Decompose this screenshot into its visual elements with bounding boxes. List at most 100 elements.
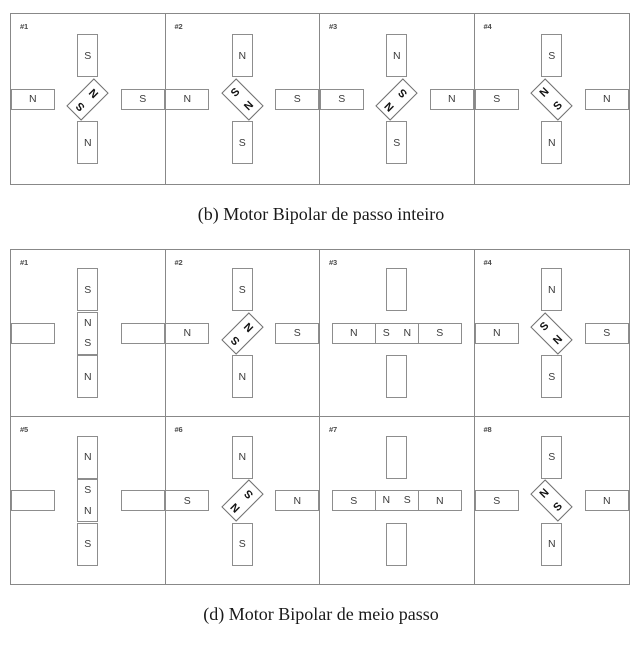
rotor-pole: S xyxy=(84,337,92,349)
stator-coil-bottom xyxy=(386,522,408,566)
rotor-pole: S xyxy=(551,98,565,113)
stator-coil-bottom-label: N xyxy=(547,538,556,550)
stator-coil-right: S xyxy=(120,88,165,110)
stator-coil-right: N xyxy=(275,490,320,511)
stator-coil-right-label: S xyxy=(293,93,301,105)
rotor-pole: N xyxy=(228,500,243,515)
rotor-pole: S xyxy=(396,85,410,100)
stator-coil-right-label: N xyxy=(602,93,611,105)
stator-coil-right-label: N xyxy=(602,494,611,507)
stator-coil-left: S xyxy=(165,490,210,511)
panel-step-number: #3 xyxy=(329,22,337,31)
stator-coil-bottom-label: N xyxy=(238,370,247,383)
stator-coil-top-label: N xyxy=(238,49,247,62)
rotor-pole: S xyxy=(228,85,243,99)
stator-coil-right-label: S xyxy=(603,327,611,339)
caption-figure-b: (b) Motor Bipolar de passo inteiro xyxy=(197,204,445,224)
stator-coil-left-label: N xyxy=(492,327,501,339)
rotor-pole: N xyxy=(537,486,552,501)
stator-coil-top: N xyxy=(386,34,408,77)
stator-coil-bottom: S xyxy=(231,522,253,566)
rotor-pole: N xyxy=(83,316,92,329)
panel-step-number: #8 xyxy=(483,425,492,434)
stator-coil-left-label: S xyxy=(183,494,191,507)
stator-coil-left: N xyxy=(165,88,210,110)
stator-coil-top-label: S xyxy=(84,49,92,62)
stator-coil-left: S xyxy=(331,490,376,511)
panel-step-number: #7 xyxy=(329,425,337,434)
stator-coil-top xyxy=(386,435,408,479)
stator-coil-left-label: S xyxy=(493,494,501,507)
stator-coil-bottom-label: N xyxy=(83,370,92,383)
panel-step-number: #1 xyxy=(20,22,28,31)
stator-coil-bottom xyxy=(386,355,408,398)
stator-coil-right-label: N xyxy=(447,93,456,105)
stator-coil-bottom: S xyxy=(77,522,99,566)
rotor-pole: S xyxy=(228,333,243,347)
stator-coil-top-label: N xyxy=(238,451,247,463)
stator-coil-bottom: N xyxy=(77,355,99,398)
rotor-pole: N xyxy=(241,319,256,334)
rotor-pole: S xyxy=(74,99,88,113)
stator-coil-right: S xyxy=(584,322,629,344)
stator-coil-top: S xyxy=(541,34,563,77)
stator-coil-right-label: S xyxy=(436,327,444,339)
rotor-pole: N xyxy=(83,504,92,517)
stator-coil-bottom-label: S xyxy=(238,136,246,149)
stator-coil-top-label: N xyxy=(547,283,556,296)
rotor-pole: N xyxy=(403,326,412,339)
panel-step-number: #4 xyxy=(483,22,492,31)
rotor-pole: S xyxy=(382,326,390,339)
stator-coil-right: N xyxy=(584,490,629,511)
rotor-pole: S xyxy=(241,487,256,502)
stator-coil-right: S xyxy=(275,322,320,344)
stator-coil-right-label: S xyxy=(293,327,301,339)
rotor-pole: N xyxy=(86,85,101,100)
stator-coil-right xyxy=(120,490,165,511)
stator-coil-top: N xyxy=(231,435,253,479)
stator-coil-bottom: S xyxy=(231,121,253,164)
stator-coil-bottom: S xyxy=(541,355,563,398)
rotor-pole: S xyxy=(84,484,92,496)
panel-step-number: #2 xyxy=(174,258,183,267)
stator-coil-right: N xyxy=(584,88,629,110)
stator-coil-top: N xyxy=(541,268,563,311)
stator-coil-right: N xyxy=(429,88,474,110)
stator-coil-left: N xyxy=(165,322,210,344)
stator-coil-left: N xyxy=(474,322,519,344)
stator-coil-bottom: S xyxy=(386,121,408,164)
stator-coil-top-label: N xyxy=(392,49,401,62)
panel-step-number: #6 xyxy=(174,425,183,434)
stator-coil-left: S xyxy=(319,88,364,110)
rotor-pole: S xyxy=(551,499,565,514)
stator-coil-left: N xyxy=(10,88,55,110)
stator-coil-top-label: N xyxy=(83,451,92,463)
rotor-pole: N xyxy=(382,98,397,113)
stator-coil-bottom-label: S xyxy=(84,538,92,550)
rotor-pole: S xyxy=(538,319,552,333)
stator-coil-bottom-label: N xyxy=(83,136,92,149)
